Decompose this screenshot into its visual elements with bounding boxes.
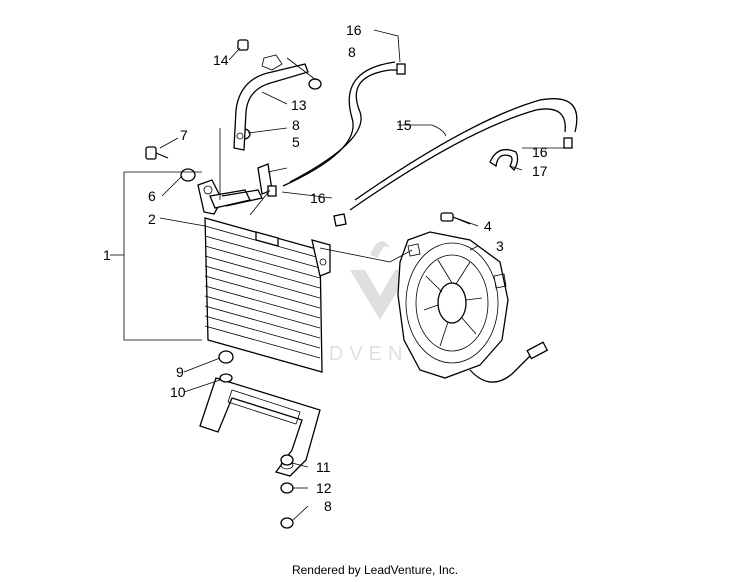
callout-7: 7	[180, 127, 188, 143]
callout-8-upper: 8	[348, 44, 356, 60]
hose-bracket	[233, 63, 309, 151]
washer-12	[280, 482, 294, 494]
nut-8-upper	[308, 78, 322, 90]
callout-1: 1	[103, 247, 111, 263]
callout-11: 11	[316, 459, 331, 475]
oil-cooler	[197, 179, 331, 373]
callout-8-lower: 8	[324, 498, 332, 514]
callout-9: 9	[176, 364, 184, 380]
screw-7	[145, 146, 169, 160]
footer-credit: Rendered by LeadVenture, Inc.	[291, 563, 459, 577]
cooling-fan	[397, 231, 549, 383]
screw-14	[237, 39, 283, 71]
callout-16-right: 16	[532, 144, 548, 160]
callout-2: 2	[148, 211, 156, 227]
nut-8-lower	[280, 517, 294, 529]
callout-13: 13	[291, 97, 307, 113]
grommet-11	[280, 454, 294, 466]
hose-clamp-16-top	[396, 63, 406, 75]
washer-6	[180, 168, 196, 182]
fan-mounting-bolt	[440, 212, 471, 225]
callout-16-middle: 16	[310, 190, 326, 206]
callout-12: 12	[316, 480, 332, 496]
mounting-plate	[199, 377, 321, 477]
callout-4: 4	[484, 218, 492, 234]
oil-hose	[221, 61, 578, 211]
callout-10: 10	[170, 384, 186, 400]
callout-3: 3	[496, 238, 504, 254]
callout-6: 6	[148, 188, 156, 204]
hose-clamp-16-middle	[267, 185, 277, 197]
hose-clamp-16-lower	[333, 213, 347, 227]
grommet-9	[218, 350, 234, 364]
callout-14: 14	[213, 52, 229, 68]
callout-8-middle: 8	[292, 117, 300, 133]
washer-10	[219, 373, 233, 383]
callout-16-top: 16	[346, 22, 362, 38]
leader-lines	[110, 29, 568, 522]
hose-clamp-16-right	[563, 137, 573, 149]
callout-5: 5	[292, 134, 300, 150]
callout-15: 15	[396, 117, 412, 133]
callout-17: 17	[532, 163, 548, 179]
